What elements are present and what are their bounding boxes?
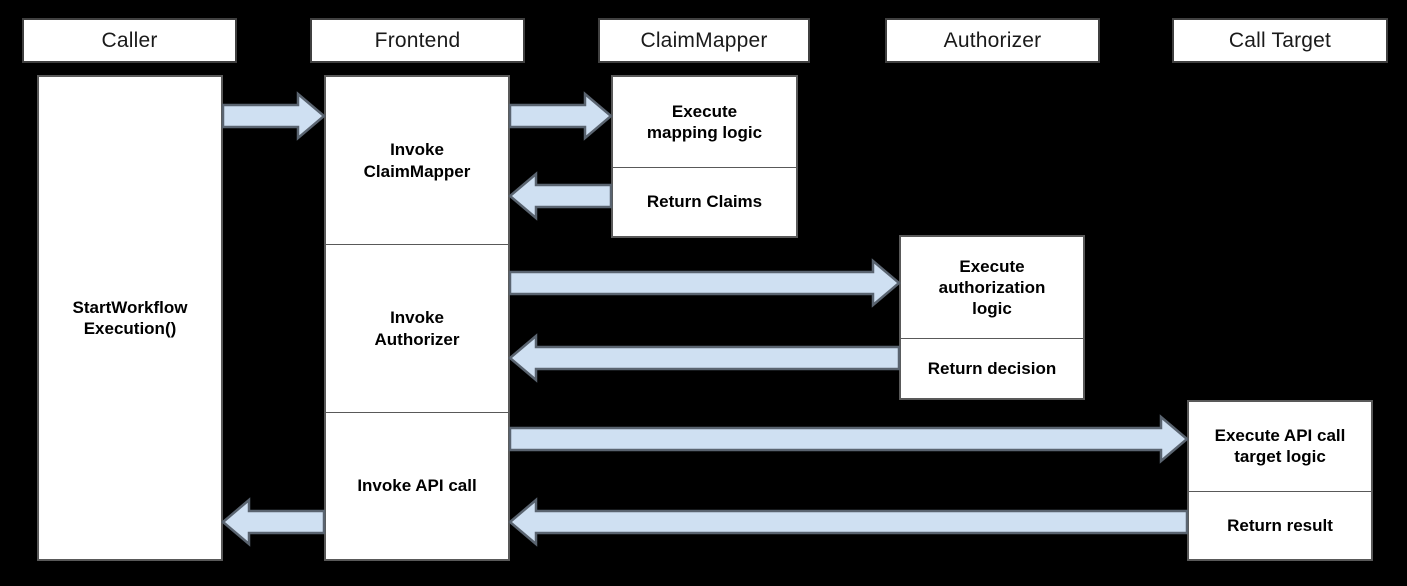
arrow-shape [221, 497, 326, 547]
lane-header-claimmapper: ClaimMapper [598, 18, 810, 63]
lane-header-label: Call Target [1228, 28, 1332, 52]
invoke-api-call: Invoke API call [357, 476, 477, 496]
lane-header-label: Frontend [374, 28, 461, 52]
msg-authorizer-to-frontend [508, 333, 901, 383]
arrow-shape [508, 171, 613, 221]
return-result: Return result [1227, 515, 1333, 535]
lane-header-calltarget: Call Target [1172, 18, 1388, 63]
msg-frontend-to-claimmapper [508, 91, 613, 141]
msg-frontend-to-calltarget [508, 414, 1189, 464]
msg-caller-to-frontend [221, 91, 326, 141]
lane-header-caller: Caller [22, 18, 237, 63]
arrow-shape [508, 414, 1189, 464]
lane-header-label: Caller [101, 28, 158, 52]
msg-calltarget-to-frontend [508, 497, 1189, 547]
return-decision: Return decision [927, 359, 1057, 378]
lane-header-label: Authorizer [943, 28, 1042, 52]
msg-frontend-to-authorizer [508, 258, 901, 308]
return-claims: Return Claims [646, 192, 763, 212]
msg-claimmapper-to-frontend [508, 171, 613, 221]
arrow-shape [508, 333, 901, 383]
arrow-shape [221, 91, 326, 141]
lane-header-label: ClaimMapper [640, 28, 768, 52]
lane-header-frontend: Frontend [310, 18, 525, 63]
arrow-shape [508, 91, 613, 141]
arrow-shape [508, 258, 901, 308]
lane-header-authorizer: Authorizer [885, 18, 1100, 63]
msg-frontend-to-caller [221, 497, 326, 547]
arrow-shape [508, 497, 1189, 547]
